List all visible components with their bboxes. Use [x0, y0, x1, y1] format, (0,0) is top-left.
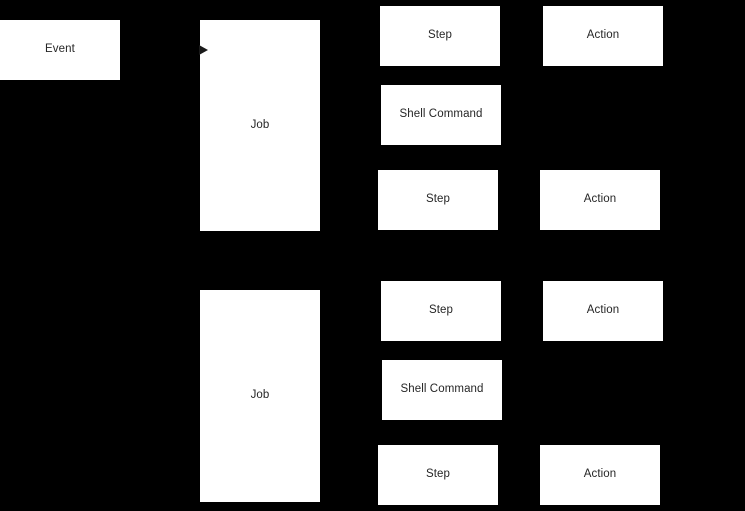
node-action-1[interactable]: Action — [543, 6, 663, 66]
node-event[interactable]: Event — [0, 20, 120, 80]
node-job-1-label: Job — [250, 118, 270, 131]
node-step-2[interactable]: Step — [378, 170, 498, 230]
node-job-2[interactable]: Job — [200, 290, 320, 502]
node-job-2-label: Job — [250, 389, 270, 402]
node-step-4-label: Step — [425, 468, 451, 481]
node-shell-command-2-label: Shell Command — [400, 383, 484, 396]
node-action-3-label: Action — [586, 304, 620, 317]
node-step-3[interactable]: Step — [381, 281, 501, 341]
node-event-label: Event — [45, 43, 75, 56]
arrow-right-icon — [199, 45, 208, 55]
node-step-1[interactable]: Step — [380, 6, 500, 66]
node-action-4[interactable]: Action — [540, 445, 660, 505]
node-step-2-label: Step — [425, 193, 451, 206]
node-shell-command-1-label: Shell Command — [399, 108, 483, 121]
node-job-1[interactable]: Job — [200, 20, 320, 231]
node-step-1-label: Step — [427, 29, 453, 42]
node-action-2[interactable]: Action — [540, 170, 660, 230]
node-shell-command-2[interactable]: Shell Command — [382, 360, 502, 420]
node-action-4-label: Action — [583, 468, 617, 481]
node-step-3-label: Step — [428, 304, 454, 317]
node-shell-command-1[interactable]: Shell Command — [381, 85, 501, 145]
node-step-4[interactable]: Step — [378, 445, 498, 505]
node-action-1-label: Action — [586, 29, 620, 42]
node-action-3[interactable]: Action — [543, 281, 663, 341]
node-action-2-label: Action — [583, 193, 617, 206]
